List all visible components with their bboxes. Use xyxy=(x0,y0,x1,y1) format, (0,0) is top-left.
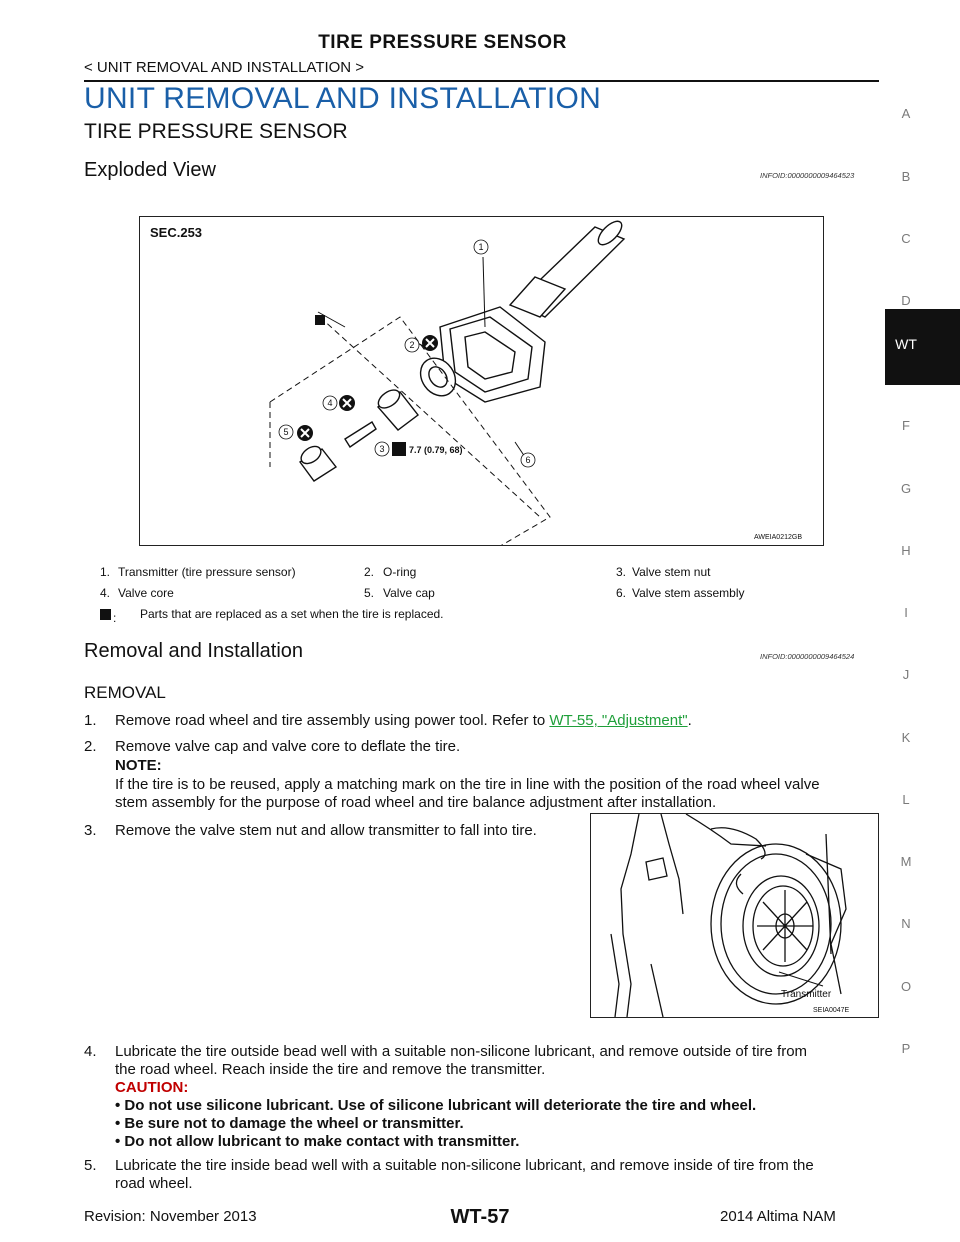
footer-revision: Revision: November 2013 xyxy=(84,1208,257,1225)
side-index-k[interactable]: K xyxy=(901,730,911,745)
step-5-line-2: road wheel. xyxy=(115,1175,193,1192)
step-3-number: 3. xyxy=(84,822,97,839)
exploded-view-drawing: SEC.253 xyxy=(150,220,802,588)
torque-value: 7.7 (0.79, 68) xyxy=(409,445,463,455)
legend-text-6: Valve stem assembly xyxy=(632,586,745,600)
legend-note: Parts that are replaced as a set when th… xyxy=(140,607,444,621)
legend-num-3: 3. xyxy=(616,565,627,579)
step-2-number: 2. xyxy=(84,738,97,755)
section-title: UNIT REMOVAL AND INSTALLATION xyxy=(84,82,602,115)
removal-subheading: REMOVAL xyxy=(84,683,166,702)
sub-title: TIRE PRESSURE SENSOR xyxy=(84,120,348,143)
figure-2-id: SEIA0047E xyxy=(813,1007,850,1014)
step-4-number: 4. xyxy=(84,1043,97,1060)
side-index-b[interactable]: B xyxy=(901,169,911,184)
header-divider xyxy=(84,80,879,82)
legend-text-5: Valve cap xyxy=(383,586,435,600)
step-2-text: Remove valve cap and valve core to defla… xyxy=(115,738,461,755)
side-index-p[interactable]: P xyxy=(901,1041,911,1056)
side-index-wt-label: WT xyxy=(895,336,917,352)
exploded-view-figure: SEC.253 xyxy=(139,216,824,588)
step-2-note-line-1: If the tire is to be reused, apply a mat… xyxy=(115,776,820,793)
removal-installation-heading: Removal and Installation xyxy=(84,640,304,662)
exploded-view-infoid: INFOID:0000000009464523 xyxy=(760,171,855,180)
step-4-line-2: the road wheel. Reach inside the tire an… xyxy=(115,1061,546,1078)
step-5-number: 5. xyxy=(84,1157,97,1174)
legend-text-1: Transmitter (tire pressure sensor) xyxy=(118,565,296,579)
legend-num-6: 6. xyxy=(616,586,627,600)
torque-icon xyxy=(392,442,406,456)
step-5-line-1: Lubricate the tire inside bead well with… xyxy=(115,1157,814,1174)
callout-6: 6 xyxy=(525,455,530,465)
legend-num-1: 1. xyxy=(100,565,111,579)
caution-item-3: • Do not allow lubricant to make contact… xyxy=(115,1133,520,1150)
step-1-body: Remove road wheel and tire assembly usin… xyxy=(115,712,550,729)
breadcrumb: < UNIT REMOVAL AND INSTALLATION > xyxy=(84,59,365,76)
caution-item-1: • Do not use silicone lubricant. Use of … xyxy=(115,1097,757,1114)
transmitter-removal-drawing: Transmitter SEIA0047E xyxy=(610,813,850,1018)
callout-3: 3 xyxy=(379,444,384,454)
legend-square-marker xyxy=(100,609,111,620)
step-1: 1. Remove road wheel and tire assembly u… xyxy=(84,711,874,731)
step-2-note-line-2: stem assembly for the purpose of road wh… xyxy=(115,794,717,811)
footer-model: 2014 Altima NAM xyxy=(720,1208,836,1225)
step-5: 5. Lubricate the tire inside bead well w… xyxy=(84,1156,879,1176)
transmitter-label: Transmitter xyxy=(781,989,832,1000)
side-index-l[interactable]: L xyxy=(902,792,910,807)
side-index-n[interactable]: N xyxy=(901,916,911,931)
step-4: 4. Lubricate the tire outside bead well … xyxy=(84,1042,879,1062)
caution-label: CAUTION: xyxy=(115,1079,189,1096)
step-1-number: 1. xyxy=(84,712,97,729)
callout-4: 4 xyxy=(327,398,332,408)
step-1-period: . xyxy=(687,712,692,729)
side-index-f[interactable]: F xyxy=(902,418,910,433)
step-4-line-1: Lubricate the tire outside bead well wit… xyxy=(115,1043,808,1060)
side-index-c[interactable]: C xyxy=(901,231,911,246)
side-index-wt-active[interactable]: WT xyxy=(885,309,960,385)
legend-text-2: O-ring xyxy=(383,565,417,579)
sec-label: SEC.253 xyxy=(150,225,202,240)
side-index-g[interactable]: G xyxy=(900,481,912,496)
side-index-h[interactable]: H xyxy=(901,543,911,558)
replace-set-marker xyxy=(315,315,325,325)
step-2: 2. Remove valve cap and valve core to de… xyxy=(84,737,874,757)
callout-1: 1 xyxy=(478,242,483,252)
callout-2: 2 xyxy=(409,340,414,350)
transmitter-removal-figure: Transmitter SEIA0047E xyxy=(590,813,879,1018)
side-index: A B C D WT F G H I J K L M N O P xyxy=(885,0,960,1242)
exploded-view-heading: Exploded View xyxy=(84,159,216,181)
legend-text-4: Valve core xyxy=(118,586,174,600)
legend-colon: : xyxy=(113,611,117,625)
legend-num-5: 5. xyxy=(364,586,375,600)
legend-num-2: 2. xyxy=(364,565,375,579)
side-index-j[interactable]: J xyxy=(902,667,910,682)
adjustment-link[interactable]: WT-55, "Adjustment" xyxy=(549,712,688,729)
footer-page-number: WT-57 xyxy=(450,1206,510,1228)
caution-item-2: • Be sure not to damage the wheel or tra… xyxy=(115,1115,464,1132)
page-header-title: TIRE PRESSURE SENSOR xyxy=(318,32,567,53)
side-index-m[interactable]: M xyxy=(900,854,912,869)
side-index-i[interactable]: I xyxy=(904,605,908,620)
side-index-d[interactable]: D xyxy=(901,293,911,308)
callout-5: 5 xyxy=(283,427,288,437)
side-index-a[interactable]: A xyxy=(901,106,911,121)
step-3: 3. Remove the valve stem nut and allow t… xyxy=(84,821,584,841)
figure-id: AWEIA0212GB xyxy=(754,534,802,541)
legend-num-4: 4. xyxy=(100,586,111,600)
step-1-text: Remove road wheel and tire assembly usin… xyxy=(115,711,692,730)
side-index-o[interactable]: O xyxy=(900,979,912,994)
legend-text-3: Valve stem nut xyxy=(632,565,711,579)
removal-infoid: INFOID:0000000009464524 xyxy=(760,652,855,661)
step-3-text: Remove the valve stem nut and allow tran… xyxy=(115,822,537,839)
step-2-note-label: NOTE: xyxy=(115,757,162,774)
